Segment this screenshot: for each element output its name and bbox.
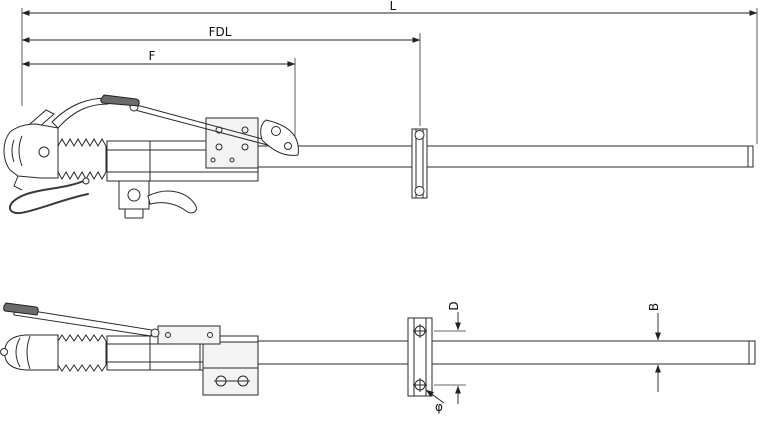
drawbar-tube-side [257,145,754,168]
mounting-plate-plan [202,341,259,396]
support-bracket-side [118,180,197,219]
handbrake-grip [100,94,140,107]
dimension-FDL: FDL [21,25,421,126]
coupling-head-side [3,109,59,191]
tube-clamp-side [411,128,428,199]
bellows-plan [57,334,107,372]
dimension-B: B [647,303,661,392]
dimension-phi: φ [425,389,445,414]
handbrake-mount-plan [157,325,221,345]
dimension-F: F [21,49,296,150]
handbrake-lever-side [51,94,140,129]
dimension-L: L [21,0,758,144]
dimension-F-label: F [149,49,156,63]
cross-plate-plan [407,317,433,397]
dimension-L-label: L [390,0,397,13]
coupling-head-plan [0,334,59,371]
dimension-D-label: D [447,301,461,310]
dimension-FDL-label: FDL [209,25,232,39]
drawbar-tube-plan [257,340,756,365]
bellows-side [57,137,107,181]
clamp-bolt-top [414,130,425,140]
handbrake-grip-plan [3,302,39,316]
damper-rod [129,102,299,156]
handbrake-lever-plan [3,302,160,338]
side-view: L FDL F [3,0,758,219]
breakaway-cable [9,177,90,215]
clamp-bolt-bottom [414,186,425,196]
dimension-phi-label: φ [435,400,443,414]
dimension-D: D [434,301,466,404]
top-view: D φ B [0,301,756,414]
dimension-B-label: B [647,303,661,311]
